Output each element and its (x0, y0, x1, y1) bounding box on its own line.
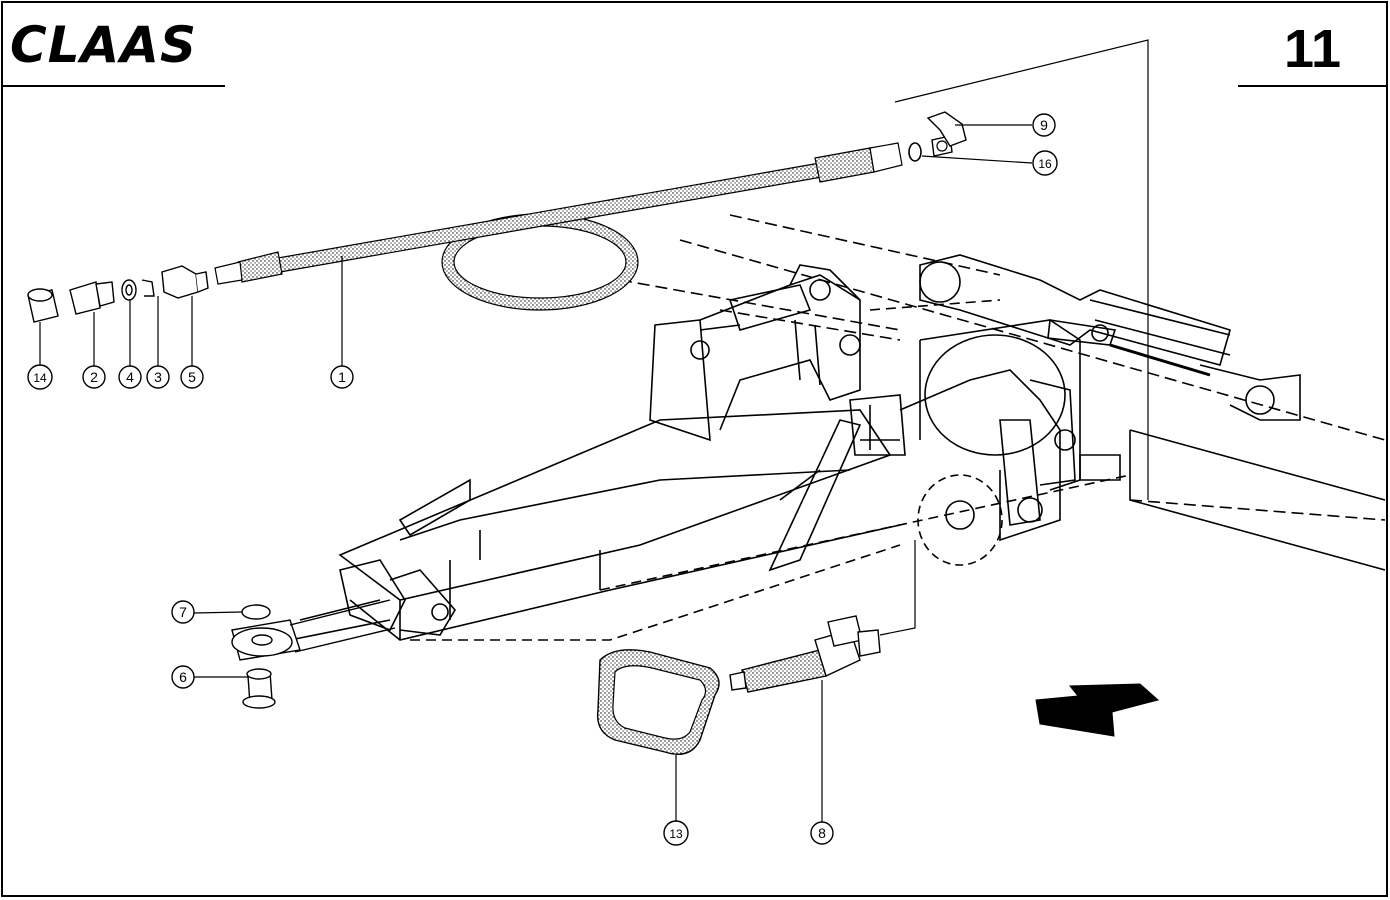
svg-text:1: 1 (338, 369, 346, 385)
ring-and-eye (231, 599, 396, 709)
svg-text:16: 16 (1038, 157, 1052, 171)
hose-assembly (214, 111, 967, 311)
svg-text:5: 5 (188, 369, 196, 385)
callout-9: 9 (1032, 113, 1056, 137)
svg-text:7: 7 (179, 604, 187, 620)
callout-6: 6 (171, 665, 195, 689)
svg-text:14: 14 (33, 371, 47, 385)
callout-2: 2 (82, 365, 106, 389)
callout-4: 4 (118, 365, 142, 389)
claas-logo: CLAAS (10, 16, 197, 74)
leader-lines (39, 39, 1149, 822)
v-belt (596, 649, 720, 755)
drive-shaft (729, 615, 881, 693)
svg-text:8: 8 (818, 825, 826, 841)
machine-frame (289, 214, 1386, 641)
svg-text:9: 9 (1040, 117, 1048, 133)
callout-1: 1 (330, 365, 354, 389)
page-number: 11 (1284, 19, 1341, 79)
callout-8: 8 (810, 821, 834, 845)
direction-arrow-icon (1035, 683, 1160, 737)
svg-text:3: 3 (154, 369, 162, 385)
svg-text:2: 2 (90, 369, 98, 385)
callout-16: 16 (1032, 150, 1058, 176)
svg-text:4: 4 (126, 369, 134, 385)
callout-3: 3 (146, 365, 170, 389)
fittings-row (27, 265, 209, 323)
svg-text:13: 13 (669, 827, 683, 841)
svg-text:6: 6 (179, 669, 187, 685)
callout-7: 7 (171, 600, 195, 624)
svg-text:CLAAS: CLAAS (10, 16, 197, 74)
callout-14: 14 (27, 364, 53, 390)
callout-13: 13 (663, 820, 689, 846)
callout-5: 5 (180, 365, 204, 389)
